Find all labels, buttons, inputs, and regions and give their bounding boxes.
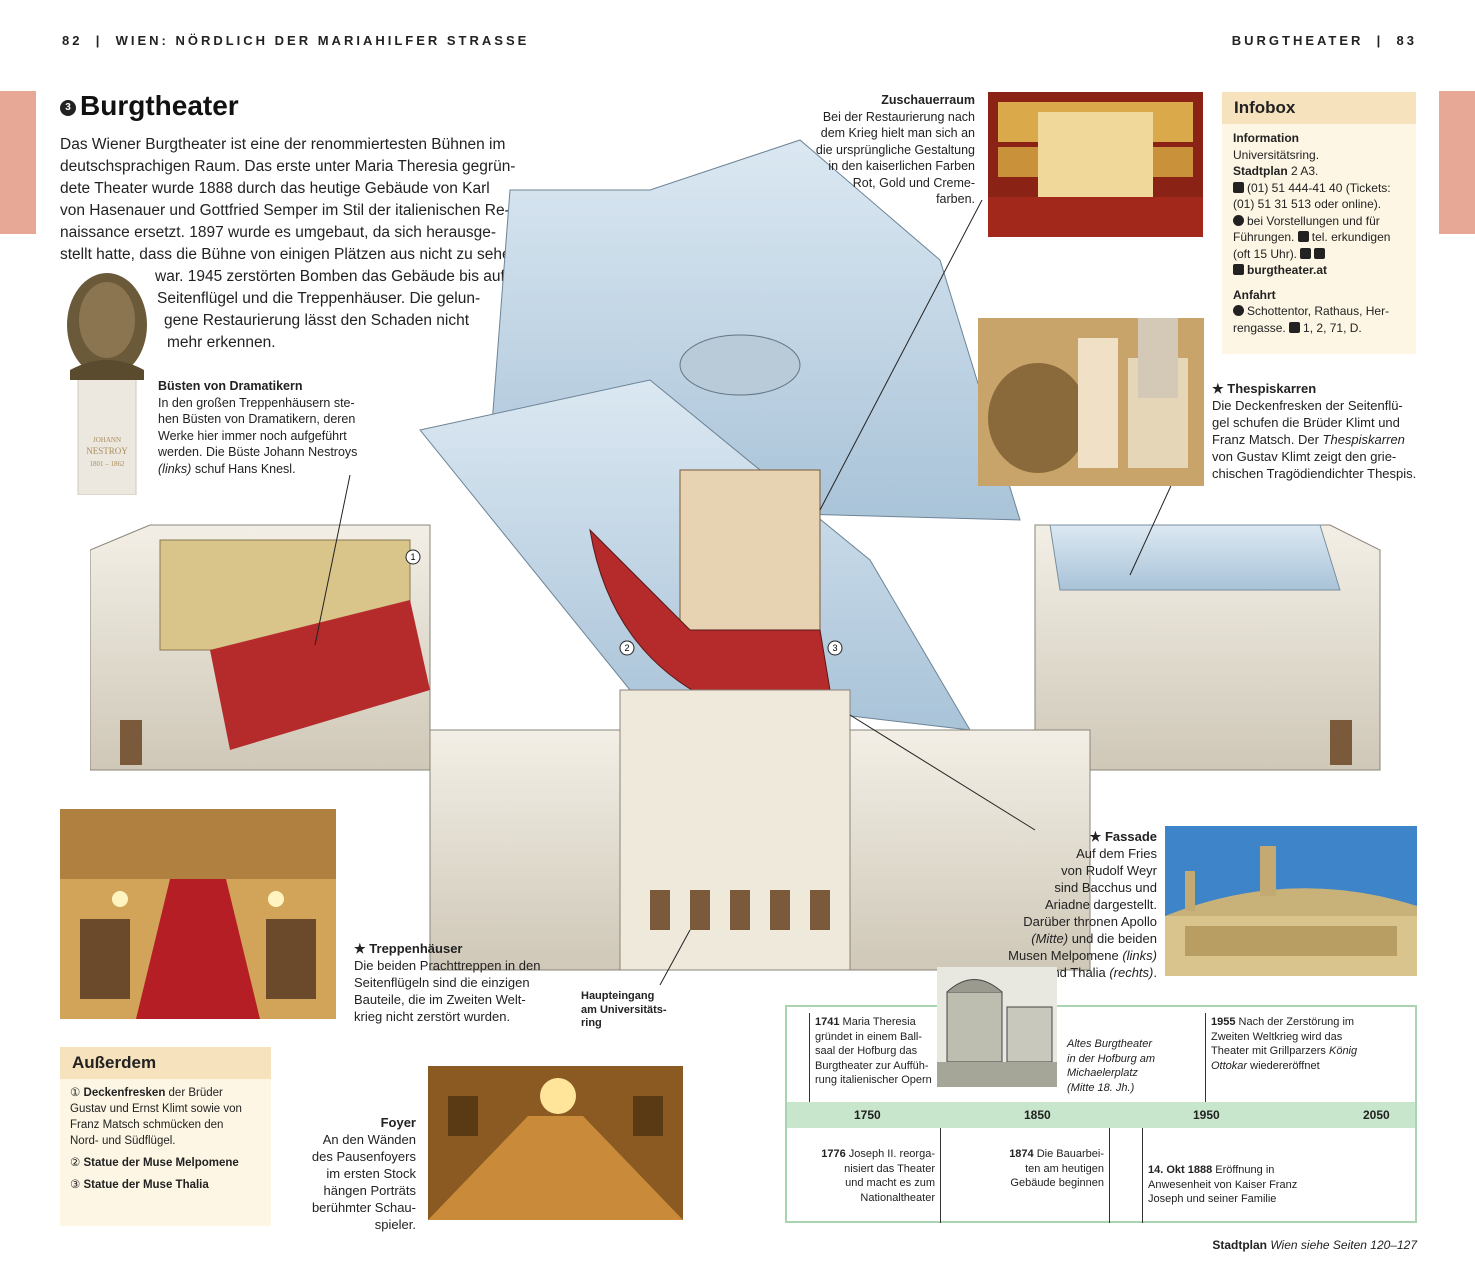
infobox-title: Infobox <box>1222 92 1416 124</box>
page-footer: Stadtplan Wien siehe Seiten 120–127 <box>1212 1238 1417 1252</box>
marker-3: 3 <box>832 643 837 653</box>
infobox: Infobox Information Universitätsring. St… <box>1222 92 1416 354</box>
burgtheater-cutaway-illustration: 1 2 3 <box>89 130 1400 990</box>
foyer-photo <box>428 1066 683 1220</box>
tram-icon <box>1289 321 1301 333</box>
timeline-year-2050: 2050 <box>1363 1108 1390 1122</box>
timeline-event-1741: 1741 Maria Theresia gründet in einem Bal… <box>815 1016 932 1086</box>
clock-icon <box>1233 214 1244 226</box>
ausserdem-box: Außerdem ① Deckenfresken der Brüder Gust… <box>60 1047 271 1226</box>
wheelchair-icon <box>1300 247 1312 259</box>
guided-tour-icon <box>1297 231 1309 242</box>
caption-thespiskarren: ★ Thespiskarren Die Deckenfresken der Se… <box>1212 381 1417 481</box>
fassade-photo <box>1165 826 1417 976</box>
phone-icon <box>1233 181 1244 193</box>
section-number-badge: 3 <box>60 99 76 116</box>
page-header-right: BURGTHEATER | 83 <box>1231 33 1417 48</box>
treppenhaus-photo <box>60 809 336 1019</box>
caption-treppenhaeuser: ★ Treppenhäuser Die beiden Prachttreppen… <box>354 941 541 1024</box>
timeline-bar <box>787 1102 1415 1128</box>
side-tab-left <box>0 91 36 234</box>
page-header-left: 82 | WIEN: NÖRDLICH DER MARIAHILFER STRA… <box>62 33 530 48</box>
website-link[interactable]: burgtheater.at <box>1247 263 1328 277</box>
marker-2: 2 <box>624 643 629 653</box>
caption-zuschauerraum: Zuschauerraum Bei der Restaurierung nach… <box>815 93 975 206</box>
timeline-event-1955: 1955 Nach der Zerstörung im Zweiten Welt… <box>1211 1016 1358 1072</box>
timeline-year-1950: 1950 <box>1193 1108 1220 1122</box>
bust-inscription-surname: NESTROY <box>86 446 128 456</box>
bust-inscription-name: JOHANN <box>93 436 121 444</box>
timeline-year-1750: 1750 <box>854 1108 881 1122</box>
history-timeline: 1750 1850 1950 2050 1741 Maria Theresia … <box>785 967 1417 1223</box>
zuschauerraum-photo <box>988 92 1203 237</box>
web-icon <box>1233 264 1244 275</box>
ubahn-icon <box>1233 305 1244 316</box>
side-tab-right <box>1439 91 1475 234</box>
timeline-event-1776: 1776 Joseph II. reorga- nisiert das Thea… <box>821 1148 935 1204</box>
caption-buesten: Büsten von Dramatikern In den großen Tre… <box>158 379 358 476</box>
intro-text: Das Wiener Burgtheater ist eine der reno… <box>60 136 530 351</box>
timeline-year-1850: 1850 <box>1024 1108 1051 1122</box>
ausserdem-title: Außerdem <box>60 1047 271 1079</box>
timeline-event-1888: 14. Okt 1888 Eröffnung in Anwesenheit vo… <box>1148 1164 1298 1205</box>
bust-inscription-years: 1801 – 1862 <box>90 460 126 468</box>
thespiskarren-painting <box>978 318 1204 486</box>
accessibility-icon <box>1314 247 1326 259</box>
altes-burgtheater-engraving <box>937 967 1057 1087</box>
marker-1: 1 <box>410 552 415 562</box>
nestroy-bust-image: JOHANN NESTROY 1801 – 1862 <box>60 270 152 495</box>
